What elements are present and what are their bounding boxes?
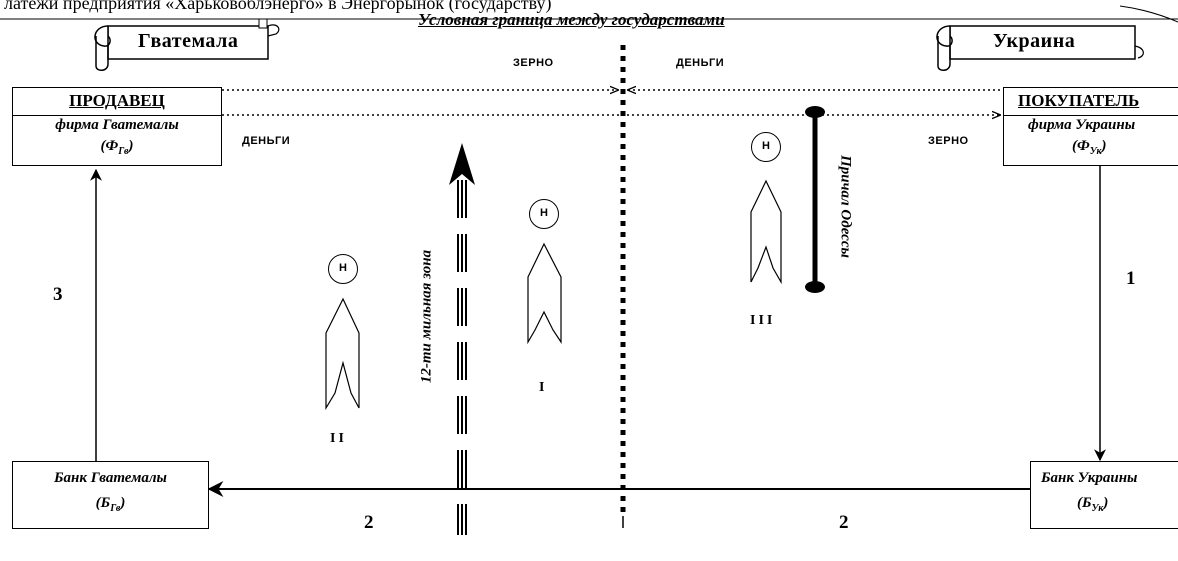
step-number-2-left: 2: [364, 512, 374, 533]
seller-firm: фирма Гватемалы: [55, 117, 179, 133]
ship-3-numeral: III: [750, 313, 776, 328]
grain-label-right: ЗЕРНО: [928, 135, 969, 147]
ship-2-hull: [325, 297, 360, 411]
twelve-mile-zone-label: 12-ти мильная зона: [418, 249, 435, 384]
buyer-divider: [1004, 115, 1178, 116]
ship-2-badge: Н: [328, 254, 358, 284]
seller-code: (ФГв): [100, 138, 134, 157]
ship-3-badge: Н: [751, 132, 781, 162]
bank-guatemala-name: Банк Гватемалы: [54, 470, 167, 486]
ship-1-hull: [527, 242, 562, 345]
zone-arrow: [449, 143, 475, 535]
money-label-left: ДЕНЬГИ: [242, 135, 291, 147]
odessa-pier-label: Причал Одессы: [837, 155, 854, 258]
seller-title: ПРОДАВЕЦ: [69, 91, 165, 110]
bank-guatemala-box: Банк Гватемалы (БГв): [12, 461, 209, 529]
country-ukraine: Украина: [993, 30, 1076, 52]
bank-ukraine-code: (БУк): [1077, 495, 1109, 514]
seller-divider: [13, 115, 221, 116]
bank-ukraine-box: Банк Украины (БУк): [1030, 461, 1178, 529]
buyer-title: ПОКУПАТЕЛЬ: [1018, 91, 1140, 110]
buyer-box: ПОКУПАТЕЛЬ фирма Украины (ФУк): [1003, 87, 1178, 166]
ship-1-numeral: I: [539, 380, 548, 395]
bank-guatemala-code: (БГв): [95, 495, 126, 514]
ship-2-numeral: II: [330, 431, 347, 446]
ship-3-hull: [750, 179, 782, 285]
scroll-right-shape: [936, 25, 1144, 71]
buyer-code: (ФУк): [1072, 138, 1107, 157]
corner-curl: [1119, 5, 1178, 23]
border-caption: Условная граница между государствами: [418, 10, 725, 29]
page-top-caption: латежи предприятия «Харьковоблэнерго» в …: [4, 0, 552, 13]
pier-shape: [805, 106, 825, 293]
money-label-top: ДЕНЬГИ: [676, 57, 725, 69]
seller-box: ПРОДАВЕЦ фирма Гватемалы (ФГв): [12, 87, 222, 166]
scroll-left-shape: [94, 18, 280, 71]
grain-label-top: ЗЕРНО: [513, 57, 554, 69]
buyer-firm: фирма Украины: [1028, 117, 1136, 133]
ship-1-badge: Н: [529, 199, 559, 229]
step-number-1: 1: [1126, 268, 1136, 289]
bank-ukraine-name: Банк Украины: [1041, 470, 1138, 486]
step-number-2-right: 2: [839, 512, 849, 533]
country-guatemala: Гватемала: [138, 30, 239, 52]
step-number-3: 3: [53, 284, 63, 305]
